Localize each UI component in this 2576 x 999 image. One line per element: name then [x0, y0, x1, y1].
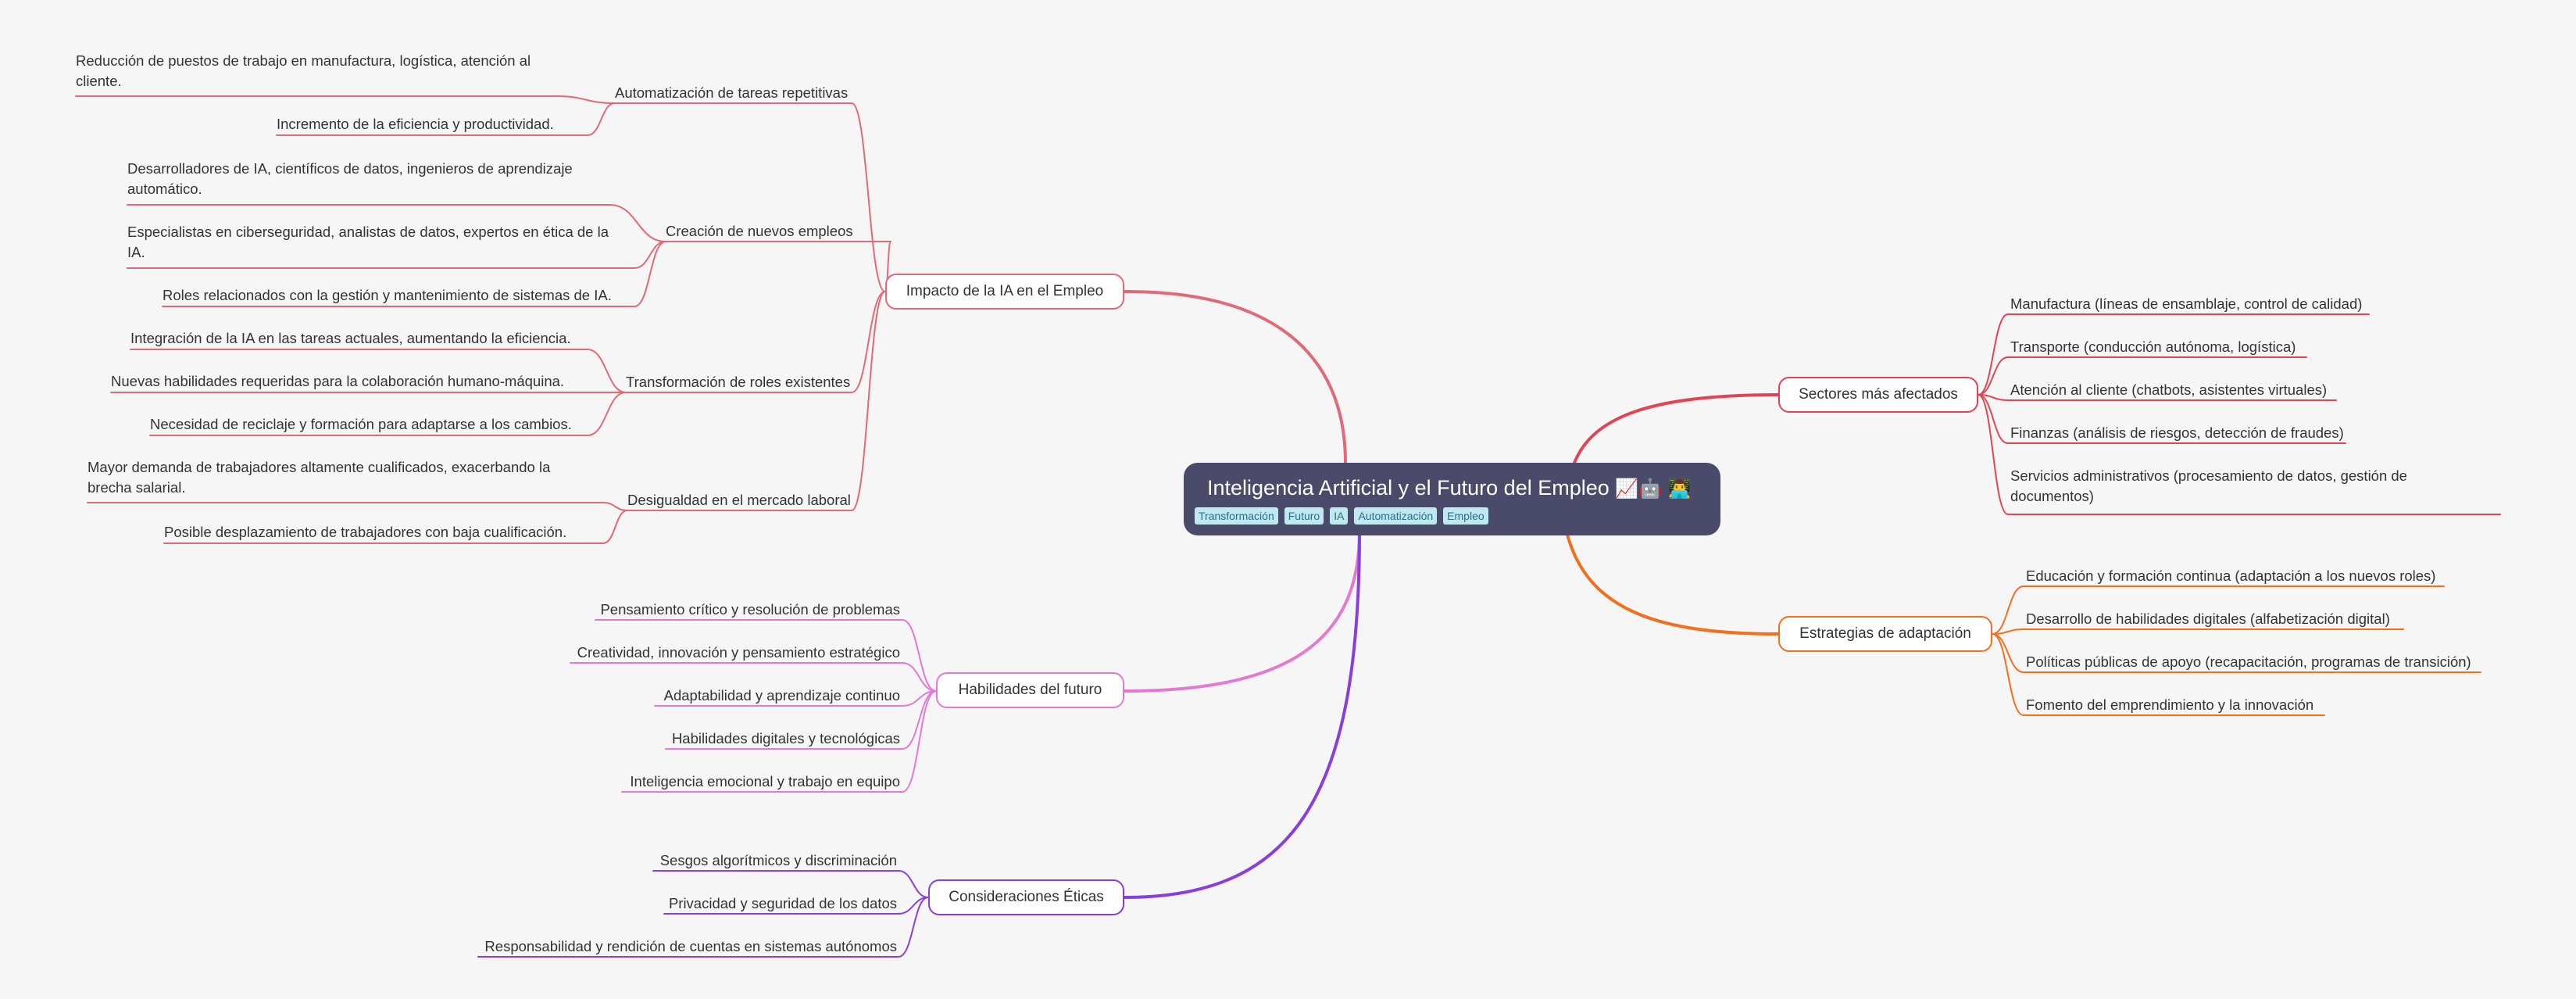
leaf-item[interactable]: Mayor demanda de trabajadores altamente …: [88, 459, 551, 496]
leaf-connector: [902, 690, 937, 793]
leaf-item[interactable]: Incremento de la eficiencia y productivi…: [277, 116, 554, 132]
leaf-item[interactable]: Sesgos algorítmicos y discriminación: [659, 852, 897, 868]
root-emoji: 📈🤖 👨‍💻: [1615, 478, 1692, 500]
leaf-connector: [1992, 633, 2024, 716]
root-node[interactable]: Inteligencia Artificial y el Futuro del …: [1184, 463, 1720, 535]
tag[interactable]: Empleo: [1443, 507, 1488, 525]
topic-transformacion[interactable]: Transformación de roles existentes: [626, 374, 851, 390]
tag-list: Transformación Futuro IA Automatización …: [1195, 507, 1697, 525]
leaf-connector: [1978, 356, 2009, 396]
leaf-item[interactable]: Transporte (conducción autónoma, logísti…: [2010, 338, 2296, 355]
topic-connector: [851, 102, 886, 292]
branch-connector: [1565, 530, 1780, 636]
leaf-connector: [602, 502, 628, 511]
leaf-item[interactable]: Habilidades digitales y tecnológicas: [671, 730, 900, 747]
branch-sectores[interactable]: Sectores más afectados: [1778, 377, 1978, 413]
leaf-item[interactable]: Reducción de puestos de trabajo en manuf…: [76, 52, 531, 89]
leaf-item[interactable]: Posible desplazamiento de trabajadores c…: [164, 524, 567, 540]
topic-connector: [851, 291, 886, 511]
leaf-item[interactable]: Educación y formación continua (adaptaci…: [2026, 568, 2436, 584]
topic-automatizacion[interactable]: Automatización de tareas repetitivas: [615, 84, 849, 101]
tag[interactable]: IA: [1330, 507, 1349, 525]
leaf-item[interactable]: Inteligencia emocional y trabajo en equi…: [630, 773, 900, 790]
leaf-item[interactable]: Desarrolladores de IA, científicos de da…: [127, 160, 573, 197]
leaf-item[interactable]: Servicios administrativos (procesamiento…: [2010, 467, 2407, 504]
leaf-connector: [587, 392, 627, 436]
tag[interactable]: Transformación: [1195, 507, 1278, 525]
branch-connector: [1573, 393, 1780, 464]
leaf-item[interactable]: Desarrollo de habilidades digitales (alf…: [2026, 610, 2390, 627]
leaf-connector: [587, 102, 616, 136]
leaf-connector: [898, 897, 929, 958]
leaf-item[interactable]: Responsabilidad y rendición de cuentas e…: [484, 938, 897, 954]
leaf-connector: [1978, 313, 2009, 396]
leaf-item[interactable]: Adaptabilidad y aprendizaje continuo: [663, 687, 900, 704]
leaf-connector: [1992, 628, 2024, 635]
leaf-item[interactable]: Integración de la IA en las tareas actua…: [130, 330, 571, 346]
leaf-connector: [1978, 394, 2009, 515]
branch-connector: [1123, 530, 1361, 899]
leaf-item[interactable]: Especialistas en ciberseguridad, analist…: [127, 224, 609, 260]
leaf-connector: [609, 204, 666, 242]
leaf-item[interactable]: Atención al cliente (chatbots, asistente…: [2010, 381, 2328, 398]
topic-connector: [851, 291, 886, 393]
tag[interactable]: Futuro: [1284, 507, 1324, 525]
leaf-connector: [902, 662, 937, 692]
leaf-item[interactable]: Creatividad, innovación y pensamiento es…: [577, 644, 900, 661]
leaf-connector: [602, 510, 628, 544]
leaf-connector: [634, 241, 666, 307]
leaf-connector: [1992, 633, 2024, 673]
leaf-item[interactable]: Fomento del emprendimiento y la innovaci…: [2026, 696, 2314, 713]
tag[interactable]: Automatización: [1354, 507, 1438, 525]
topic-desigualdad[interactable]: Desigualdad en el mercado laboral: [627, 492, 851, 508]
branch-eticas[interactable]: Consideraciones Éticas: [928, 879, 1124, 915]
branch-connector: [1123, 530, 1361, 693]
leaf-connector: [634, 241, 666, 269]
leaf-item[interactable]: Privacidad y seguridad de los datos: [668, 895, 897, 911]
topic-nuevos-empleos[interactable]: Creación de nuevos empleos: [666, 223, 853, 239]
branch-habilidades[interactable]: Habilidades del futuro: [936, 672, 1124, 708]
leaf-connector: [1992, 585, 2024, 635]
leaf-connector: [902, 619, 937, 692]
leaf-item[interactable]: Finanzas (análisis de riesgos, detección…: [2010, 424, 2344, 441]
branch-connector: [1123, 289, 1347, 464]
branch-impacto[interactable]: Impacto de la IA en el Empleo: [885, 274, 1124, 310]
root-title: Inteligencia Artificial y el Futuro del …: [1207, 476, 1610, 500]
leaf-connector: [1978, 394, 2009, 444]
leaf-connector: [898, 870, 929, 898]
leaf-connector: [587, 349, 627, 393]
leaf-item[interactable]: Nuevas habilidades requeridas para la co…: [111, 373, 565, 389]
leaf-connector: [556, 95, 616, 104]
leaf-item[interactable]: Pensamiento crítico y resolución de prob…: [600, 601, 900, 618]
leaf-item[interactable]: Manufactura (líneas de ensamblaje, contr…: [2010, 295, 2363, 312]
leaf-item[interactable]: Políticas públicas de apoyo (recapacitac…: [2026, 653, 2471, 670]
leaf-item[interactable]: Roles relacionados con la gestión y mant…: [163, 287, 612, 303]
branch-estrategias[interactable]: Estrategias de adaptación: [1778, 616, 1992, 652]
leaf-item[interactable]: Necesidad de reciclaje y formación para …: [150, 416, 572, 432]
